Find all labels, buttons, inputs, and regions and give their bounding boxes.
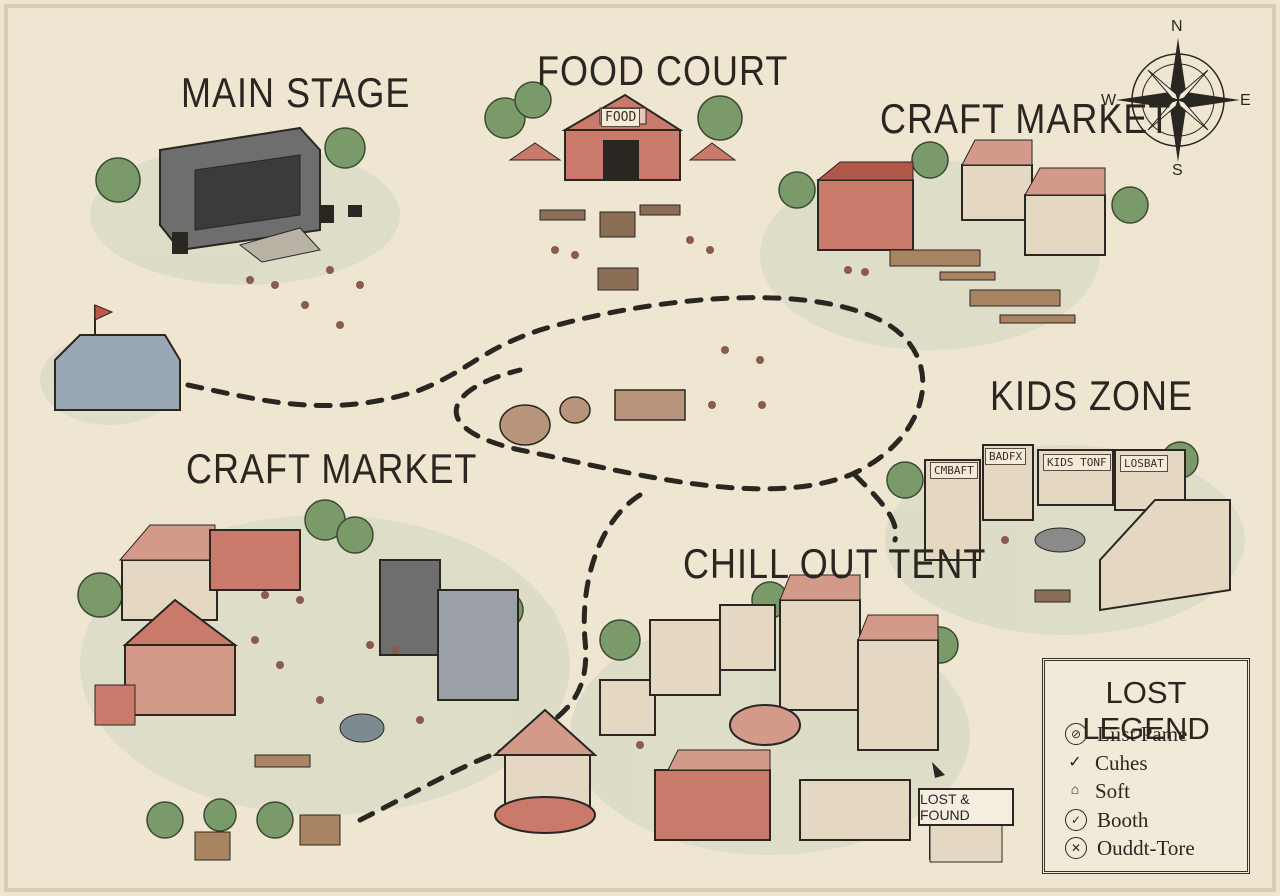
compass-north-label: N xyxy=(1171,18,1183,35)
crossed-circle-icon: ⊘ xyxy=(1065,723,1087,745)
zone-title-main-stage: MAIN STAGE xyxy=(181,68,411,116)
legend-item: ✕ Ouddt-Tore xyxy=(1065,835,1195,861)
zone-title-chill-out-tent: CHILL OUT TENT xyxy=(683,539,987,587)
legend-item-label: Soft xyxy=(1095,778,1131,803)
legend-item: ✓ Cuhes xyxy=(1065,750,1148,776)
legend-item: ⌂ Soft xyxy=(1065,778,1130,804)
kids-booth-sign-3: KIDS TONF xyxy=(1043,454,1111,471)
compass-south-label: S xyxy=(1172,162,1183,179)
zone-title-food-court: FOOD COURT xyxy=(537,46,789,94)
legend-item: ✓ Booth xyxy=(1065,807,1148,833)
kids-booth-sign-1: CMBAFT xyxy=(930,462,978,479)
craft-market-left-stalls xyxy=(94,524,519,768)
legend-item-label: Ouddt-Tore xyxy=(1097,835,1195,860)
legend-item-label: Cuhes xyxy=(1095,750,1148,775)
zone-title-kids-zone: KIDS ZONE xyxy=(990,371,1194,419)
zone-title-craft-market-left: CRAFT MARKET xyxy=(186,444,478,492)
crates xyxy=(194,814,341,861)
main-stage-building xyxy=(159,126,362,263)
carousel xyxy=(492,708,598,834)
kids-booth-sign-2: BADFX xyxy=(985,448,1027,465)
zone-title-craft-market-top: CRAFT MARKET xyxy=(880,94,1172,142)
food-tent-sign: FOOD xyxy=(601,108,641,127)
food-court-tent xyxy=(508,93,737,291)
paper-edge xyxy=(4,4,1276,892)
candle-icon: ⌂ xyxy=(1070,783,1080,798)
check-icon: ✓ xyxy=(1068,754,1082,771)
check-circle-icon: ✓ xyxy=(1065,809,1087,831)
info-tent xyxy=(54,304,181,411)
festival-crowd xyxy=(246,236,1009,749)
lost-found-post xyxy=(929,762,1003,863)
craft-market-top-stalls xyxy=(816,139,1106,324)
legend-item-label: Booth xyxy=(1097,807,1149,832)
legend-item: ⊘ Lïist Pame xyxy=(1065,721,1187,747)
legend-item-label: Lïist Pame xyxy=(1097,721,1188,746)
cross-circle-icon: ✕ xyxy=(1065,837,1087,859)
compass-west-label: W xyxy=(1101,92,1117,109)
legend-panel: LOST LEGEND ⊘ Lïist Pame ✓ Cuhes ⌂ Soft … xyxy=(1042,658,1250,874)
lost-found-sign: LOST & FOUND xyxy=(918,788,1014,826)
compass-rose-icon xyxy=(1116,38,1240,162)
compass-east-label: E xyxy=(1240,92,1251,109)
kids-booth-sign-4: LOSBAT xyxy=(1120,455,1168,472)
legend-title: LOST LEGEND xyxy=(1082,675,1210,746)
trees xyxy=(77,81,1199,839)
chill-out-stalls xyxy=(599,574,939,841)
center-props xyxy=(499,389,686,446)
